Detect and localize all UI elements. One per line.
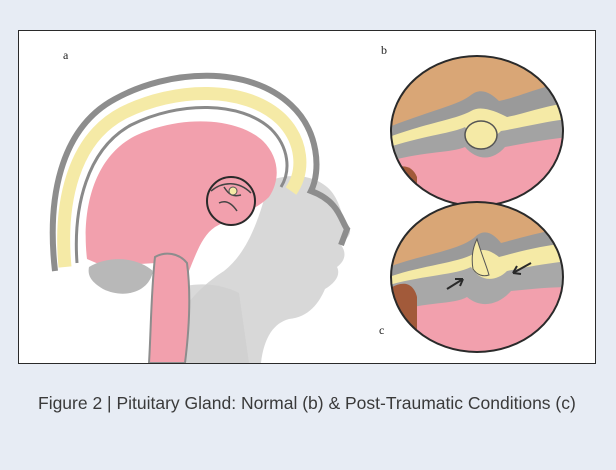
panel-label-b: b xyxy=(381,43,387,58)
cerebellum xyxy=(89,259,153,294)
brainstem xyxy=(149,254,189,363)
panel-label-c: c xyxy=(379,323,384,338)
panel-b-normal-pituitary xyxy=(389,55,569,215)
panel-c-post-traumatic-pituitary xyxy=(389,201,569,361)
pituitary-illustration xyxy=(19,31,595,363)
panel-label-a: a xyxy=(63,48,68,63)
figure-illustration: a b c xyxy=(18,30,596,364)
figure-caption: Figure 2 | Pituitary Gland: Normal (b) &… xyxy=(38,388,598,418)
head-sagittal-view xyxy=(53,76,350,363)
